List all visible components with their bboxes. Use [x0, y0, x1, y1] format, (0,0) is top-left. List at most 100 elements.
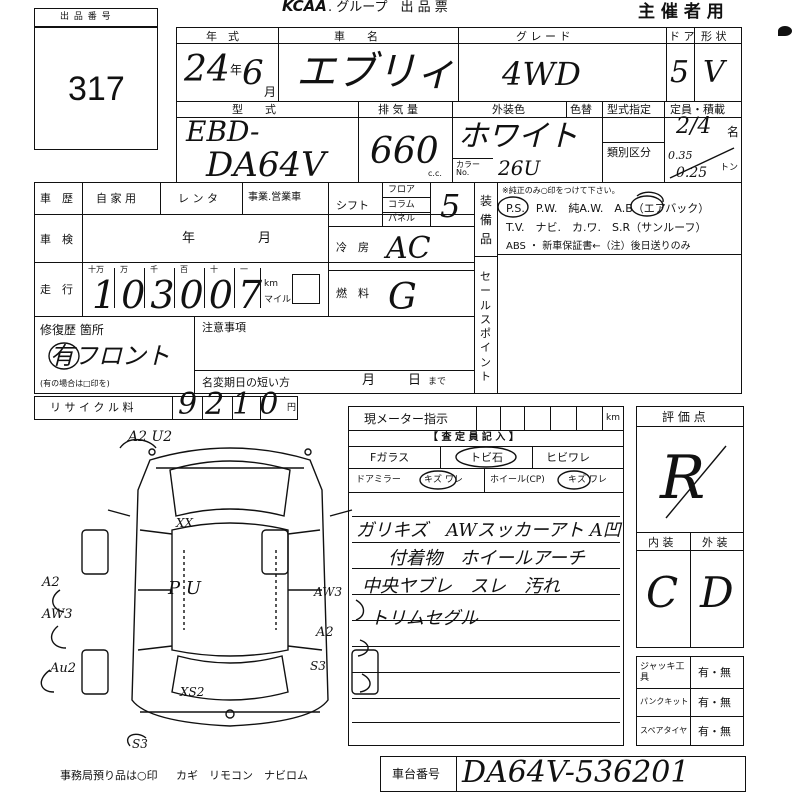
interior-score: C: [646, 568, 679, 617]
chassis-label: 車台番号: [392, 767, 441, 781]
tool-jack-value[interactable]: 有・無: [698, 666, 731, 679]
footer-items: カギ リモコン ナビロム: [176, 769, 308, 782]
tool-spare-value[interactable]: 有・無: [698, 725, 731, 738]
model-designation-label: 型式指定: [607, 103, 651, 116]
unit-10: 十: [210, 265, 218, 274]
load-value-bottom: 0.25: [676, 165, 708, 181]
month-value: 6: [242, 53, 264, 93]
sales-point-label: セールスポイント: [480, 270, 491, 384]
door-value: 5: [670, 55, 690, 90]
rating-label: 評 価 点: [662, 410, 706, 424]
mark-top: A2 U2: [128, 429, 173, 445]
inspector-circles: [419, 446, 591, 490]
meter-label: 現メーター指示: [364, 412, 449, 426]
equipment-line1[interactable]: P.S. P.W. 純A.W. A.B（エアバック）: [506, 202, 710, 215]
name-change-day: 日: [408, 373, 422, 388]
inspection-year: 年: [182, 231, 196, 246]
door-mirror-label: ドアミラー: [356, 475, 401, 485]
lot-number: 317: [68, 70, 125, 108]
mark-tail: XS2: [180, 685, 205, 699]
color-change-label: 色替: [570, 103, 592, 116]
mark-right-mid: AW3: [314, 585, 343, 599]
exterior-label: 外 装: [702, 536, 728, 549]
wheel-opts[interactable]: キズ ワレ: [568, 475, 607, 485]
remark-line2: 付着物 ホイールアーチ: [388, 548, 585, 569]
tool-spare-label: スペアタイヤ: [640, 726, 688, 735]
equipment-line3[interactable]: ABS ・ 新車保証書←（注）後日送りのみ: [506, 241, 691, 252]
model-label: 型 式: [232, 103, 276, 116]
cc-label: c.c.: [428, 169, 442, 178]
model-value-top: EBD-: [186, 115, 260, 148]
door-label: ド ア: [669, 30, 695, 43]
fuel-label: 燃 料: [336, 287, 369, 300]
shift-panel[interactable]: パネル: [388, 214, 416, 224]
hibi-label[interactable]: ヒビワレ: [546, 451, 590, 464]
tool-puncture-label: パンクキット: [640, 697, 689, 706]
history-private[interactable]: 自 家 用: [96, 192, 136, 205]
name-change-month: 月: [362, 373, 376, 388]
footer-note: 事務局預り品は○印: [60, 769, 158, 782]
mileage-km[interactable]: km: [264, 279, 278, 289]
unit-100k: 十万: [88, 265, 104, 274]
month-unit: 月: [264, 85, 277, 99]
mark-hood: XX: [176, 516, 194, 530]
displacement-value: 660: [370, 131, 439, 172]
load-unit: トン: [720, 163, 739, 173]
tobi-label[interactable]: トビ石: [470, 451, 503, 464]
capacity-label: 定員・積載: [670, 103, 725, 116]
equipment-note: ※純正のみ○印をつけて下さい。: [502, 186, 620, 195]
tool-jack-label: ジャッキ工具: [640, 662, 685, 683]
lot-number-box: [34, 8, 158, 150]
exterior-color-value: ホワイト: [458, 119, 578, 154]
remark-line4: トリムセグル: [370, 608, 478, 629]
shape-label: 形 状: [701, 30, 727, 43]
wheel-label: ホイール(CP): [490, 475, 545, 485]
repair-value: 有フロント: [50, 342, 170, 370]
history-rental[interactable]: レ ン タ: [178, 192, 218, 205]
aircon-label: 冷 房: [336, 241, 369, 254]
caution-label: 注意事項: [202, 321, 246, 334]
aircon-value: AC: [386, 231, 431, 266]
unit-1: 一: [240, 265, 248, 274]
load-value-top: 0.35: [668, 149, 693, 162]
shift-column[interactable]: コラム: [388, 200, 415, 210]
kcaa-logo: KCAA: [282, 0, 327, 15]
shape-value: V: [703, 55, 725, 90]
meter-unit: km: [606, 413, 620, 423]
form-title: . グループ 出 品 票: [328, 0, 448, 15]
shift-floor[interactable]: フロア: [388, 185, 416, 195]
mileage-mile[interactable]: マイル: [264, 295, 292, 305]
capacity-value: 2/4: [676, 114, 712, 139]
recycle-label: リ サ イ ク ル 料: [50, 401, 134, 414]
shift-value: 5: [440, 187, 461, 225]
middle-box: [34, 182, 742, 394]
car-diagram: [40, 439, 379, 747]
exterior-color-label: 外装色: [492, 103, 525, 116]
remark-line3: 中央ヤブレ スレ 汚れ: [362, 576, 560, 597]
mileage-units: 十万 万 千 百 十 一: [86, 266, 260, 276]
rating-slash: [665, 445, 727, 519]
recycle-value: 9210: [178, 387, 287, 422]
corner-mark: [778, 26, 792, 36]
inspection-label: 車 検: [40, 233, 73, 246]
interior-label: 内 装: [648, 536, 674, 549]
recycle-unit: 円: [287, 403, 297, 413]
capacity-unit: 名: [727, 125, 740, 139]
class-category-label: 類別区分: [607, 146, 651, 159]
repair-label: 修復歴 箇所: [40, 323, 104, 337]
remark-line1: ガリキズ AWスッカーアト A凹: [356, 520, 621, 541]
repair-circle: [48, 342, 80, 370]
recycle-box: [34, 396, 298, 420]
mark-left-mid: AW3: [42, 607, 73, 622]
mark-roof: P U: [168, 578, 202, 599]
inspection-month: 月: [258, 231, 272, 246]
door-mirror-opts[interactable]: キズ ワレ: [424, 475, 463, 485]
history-commercial[interactable]: 事業.営業車: [248, 192, 302, 203]
mileage-value: 103007: [92, 273, 268, 317]
equipment-line2[interactable]: T.V. ナビ. カ.ワ. S.R（サンルーフ）: [506, 221, 707, 234]
exterior-score: D: [700, 568, 734, 617]
tool-puncture-value[interactable]: 有・無: [698, 696, 731, 709]
year-label: 年 式: [206, 30, 239, 43]
remarks-box: [348, 406, 624, 746]
color-no-label: カラー No.: [456, 160, 480, 177]
